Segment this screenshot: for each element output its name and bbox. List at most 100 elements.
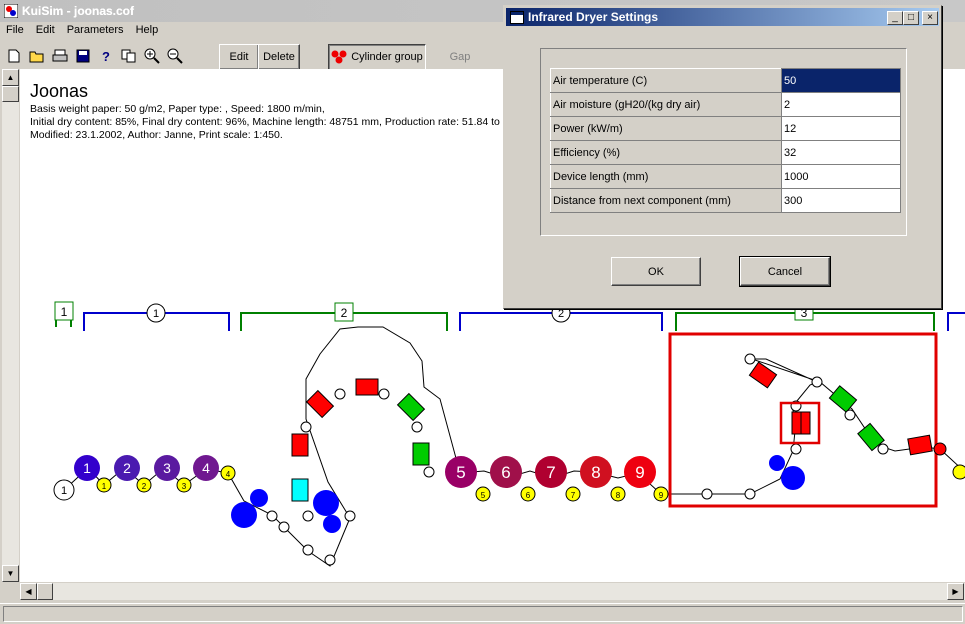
dryer-section-diagram[interactable]: 1 1 2 2 3 1 2 3 4 1 1 — [20, 69, 965, 582]
small-roll[interactable] — [844, 409, 856, 421]
cylinder-group-button[interactable]: Cylinder group — [328, 44, 426, 70]
small-roll[interactable] — [278, 521, 290, 533]
scroll-up-arrow-icon[interactable]: ▲ — [2, 69, 19, 86]
group-bracket-2a[interactable]: 2 — [240, 302, 448, 331]
group-bracket-1b[interactable]: 1 — [83, 303, 230, 331]
air-dryer-unit[interactable] — [828, 385, 858, 413]
cylinder-6[interactable]: 6 — [490, 456, 522, 488]
delete-button[interactable]: Delete — [258, 44, 300, 70]
yellow-roll[interactable]: 4 — [220, 465, 236, 481]
edit-button[interactable]: Edit — [219, 44, 259, 70]
menu-parameters[interactable]: Parameters — [66, 24, 124, 36]
dialog-window-icon — [510, 11, 524, 24]
cylinder-group-label: Cylinder group — [351, 51, 423, 63]
small-roll[interactable] — [790, 443, 802, 455]
small-roll[interactable] — [877, 443, 889, 455]
close-icon[interactable]: × — [922, 11, 938, 25]
small-roll[interactable] — [811, 376, 823, 388]
small-roll[interactable] — [266, 510, 278, 522]
small-roll[interactable] — [324, 554, 336, 566]
red-roll[interactable] — [933, 442, 947, 456]
start-roll[interactable]: 1 — [53, 479, 75, 501]
yellow-roll[interactable]: 8 — [610, 486, 626, 502]
menu-file[interactable]: File — [6, 24, 24, 36]
cylinder-4[interactable]: 4 — [193, 455, 219, 481]
menu-help[interactable]: Help — [135, 24, 159, 36]
air-dryer-unit[interactable] — [412, 442, 430, 466]
small-roll[interactable] — [302, 510, 314, 522]
yellow-roll[interactable]: 6 — [520, 486, 536, 502]
small-roll[interactable] — [378, 388, 390, 400]
small-roll[interactable] — [411, 421, 423, 433]
distance-next-component-field[interactable]: 300 — [781, 188, 901, 213]
new-icon[interactable] — [5, 47, 23, 65]
open-icon[interactable] — [28, 47, 46, 65]
small-roll[interactable] — [334, 388, 346, 400]
air-dryer-unit[interactable] — [857, 422, 885, 452]
blue-roll[interactable] — [231, 502, 257, 528]
selected-group-highlight[interactable] — [668, 332, 938, 508]
blue-roll[interactable] — [769, 455, 785, 471]
infrared-dryer-unit[interactable] — [907, 434, 933, 456]
scroll-right-arrow-icon[interactable]: ▶ — [947, 583, 964, 600]
small-roll[interactable] — [744, 488, 756, 500]
blue-roll[interactable] — [250, 489, 268, 507]
horizontal-scroll-thumb[interactable] — [37, 583, 53, 600]
yellow-roll[interactable]: 5 — [475, 486, 491, 502]
cylinder-8[interactable]: 8 — [580, 456, 612, 488]
infrared-dryer-unit[interactable] — [748, 361, 778, 389]
cancel-button[interactable]: Cancel — [739, 256, 831, 287]
small-roll[interactable] — [300, 421, 312, 433]
small-roll[interactable] — [744, 353, 756, 365]
small-roll[interactable] — [701, 488, 713, 500]
vertical-scroll-thumb[interactable] — [2, 86, 19, 102]
yellow-roll[interactable]: 2 — [136, 477, 152, 493]
group-bracket-4[interactable] — [947, 312, 965, 331]
cylinder-3[interactable]: 3 — [154, 455, 180, 481]
cylinder-5[interactable]: 5 — [445, 456, 477, 488]
zoom-out-icon[interactable] — [166, 47, 184, 65]
small-roll[interactable] — [423, 466, 435, 478]
maximize-icon[interactable]: □ — [903, 11, 919, 25]
small-roll[interactable] — [302, 544, 314, 556]
infrared-dryer-unit[interactable] — [291, 433, 309, 457]
blue-roll[interactable] — [781, 466, 805, 490]
zoom-in-icon[interactable] — [143, 47, 161, 65]
scroll-left-arrow-icon[interactable]: ◀ — [20, 583, 37, 600]
air-moisture-field[interactable]: 2 — [781, 92, 901, 117]
cylinder-2[interactable]: 2 — [114, 455, 140, 481]
help-icon[interactable]: ? — [102, 48, 110, 64]
dialog-title-bar[interactable]: Infrared Dryer Settings _ □ × — [506, 8, 939, 26]
ok-button[interactable]: OK — [611, 257, 701, 286]
cylinder-1[interactable]: 1 — [74, 455, 100, 481]
infrared-dryer-unit[interactable] — [355, 378, 379, 396]
yellow-roll[interactable]: 7 — [565, 486, 581, 502]
cyan-dryer-unit[interactable] — [291, 478, 309, 502]
infrared-dryer-unit[interactable] — [305, 389, 335, 419]
cylinder-7[interactable]: 7 — [535, 456, 567, 488]
menu-edit[interactable]: Edit — [35, 24, 55, 36]
group-bracket-1a[interactable]: 1 — [54, 301, 74, 327]
horizontal-scrollbar[interactable]: ◀ ▶ — [20, 583, 965, 600]
minimize-icon[interactable]: _ — [887, 11, 903, 25]
cylinder-9[interactable]: 9 — [624, 456, 656, 488]
small-roll[interactable] — [344, 510, 356, 522]
save-icon[interactable] — [74, 47, 92, 65]
air-temperature-field[interactable]: 50 — [781, 68, 901, 93]
vertical-scrollbar[interactable]: ▲ ▼ — [2, 69, 19, 582]
yellow-roll[interactable]: 1 — [96, 477, 112, 493]
print-icon[interactable] — [51, 47, 69, 65]
air-dryer-unit[interactable] — [396, 392, 426, 422]
yellow-roll[interactable]: 9 — [653, 486, 669, 502]
selected-component-highlight[interactable] — [779, 401, 821, 445]
device-length-field[interactable]: 1000 — [781, 164, 901, 189]
blue-roll[interactable] — [313, 490, 339, 516]
scroll-down-arrow-icon[interactable]: ▼ — [2, 565, 19, 582]
copy-icon[interactable] — [120, 47, 138, 65]
yellow-roll[interactable]: 3 — [176, 477, 192, 493]
yellow-roll[interactable] — [952, 464, 965, 480]
blue-roll[interactable] — [323, 515, 341, 533]
efficiency-field[interactable]: 32 — [781, 140, 901, 165]
power-field[interactable]: 12 — [781, 116, 901, 141]
gap-button[interactable]: Gap — [427, 44, 493, 70]
